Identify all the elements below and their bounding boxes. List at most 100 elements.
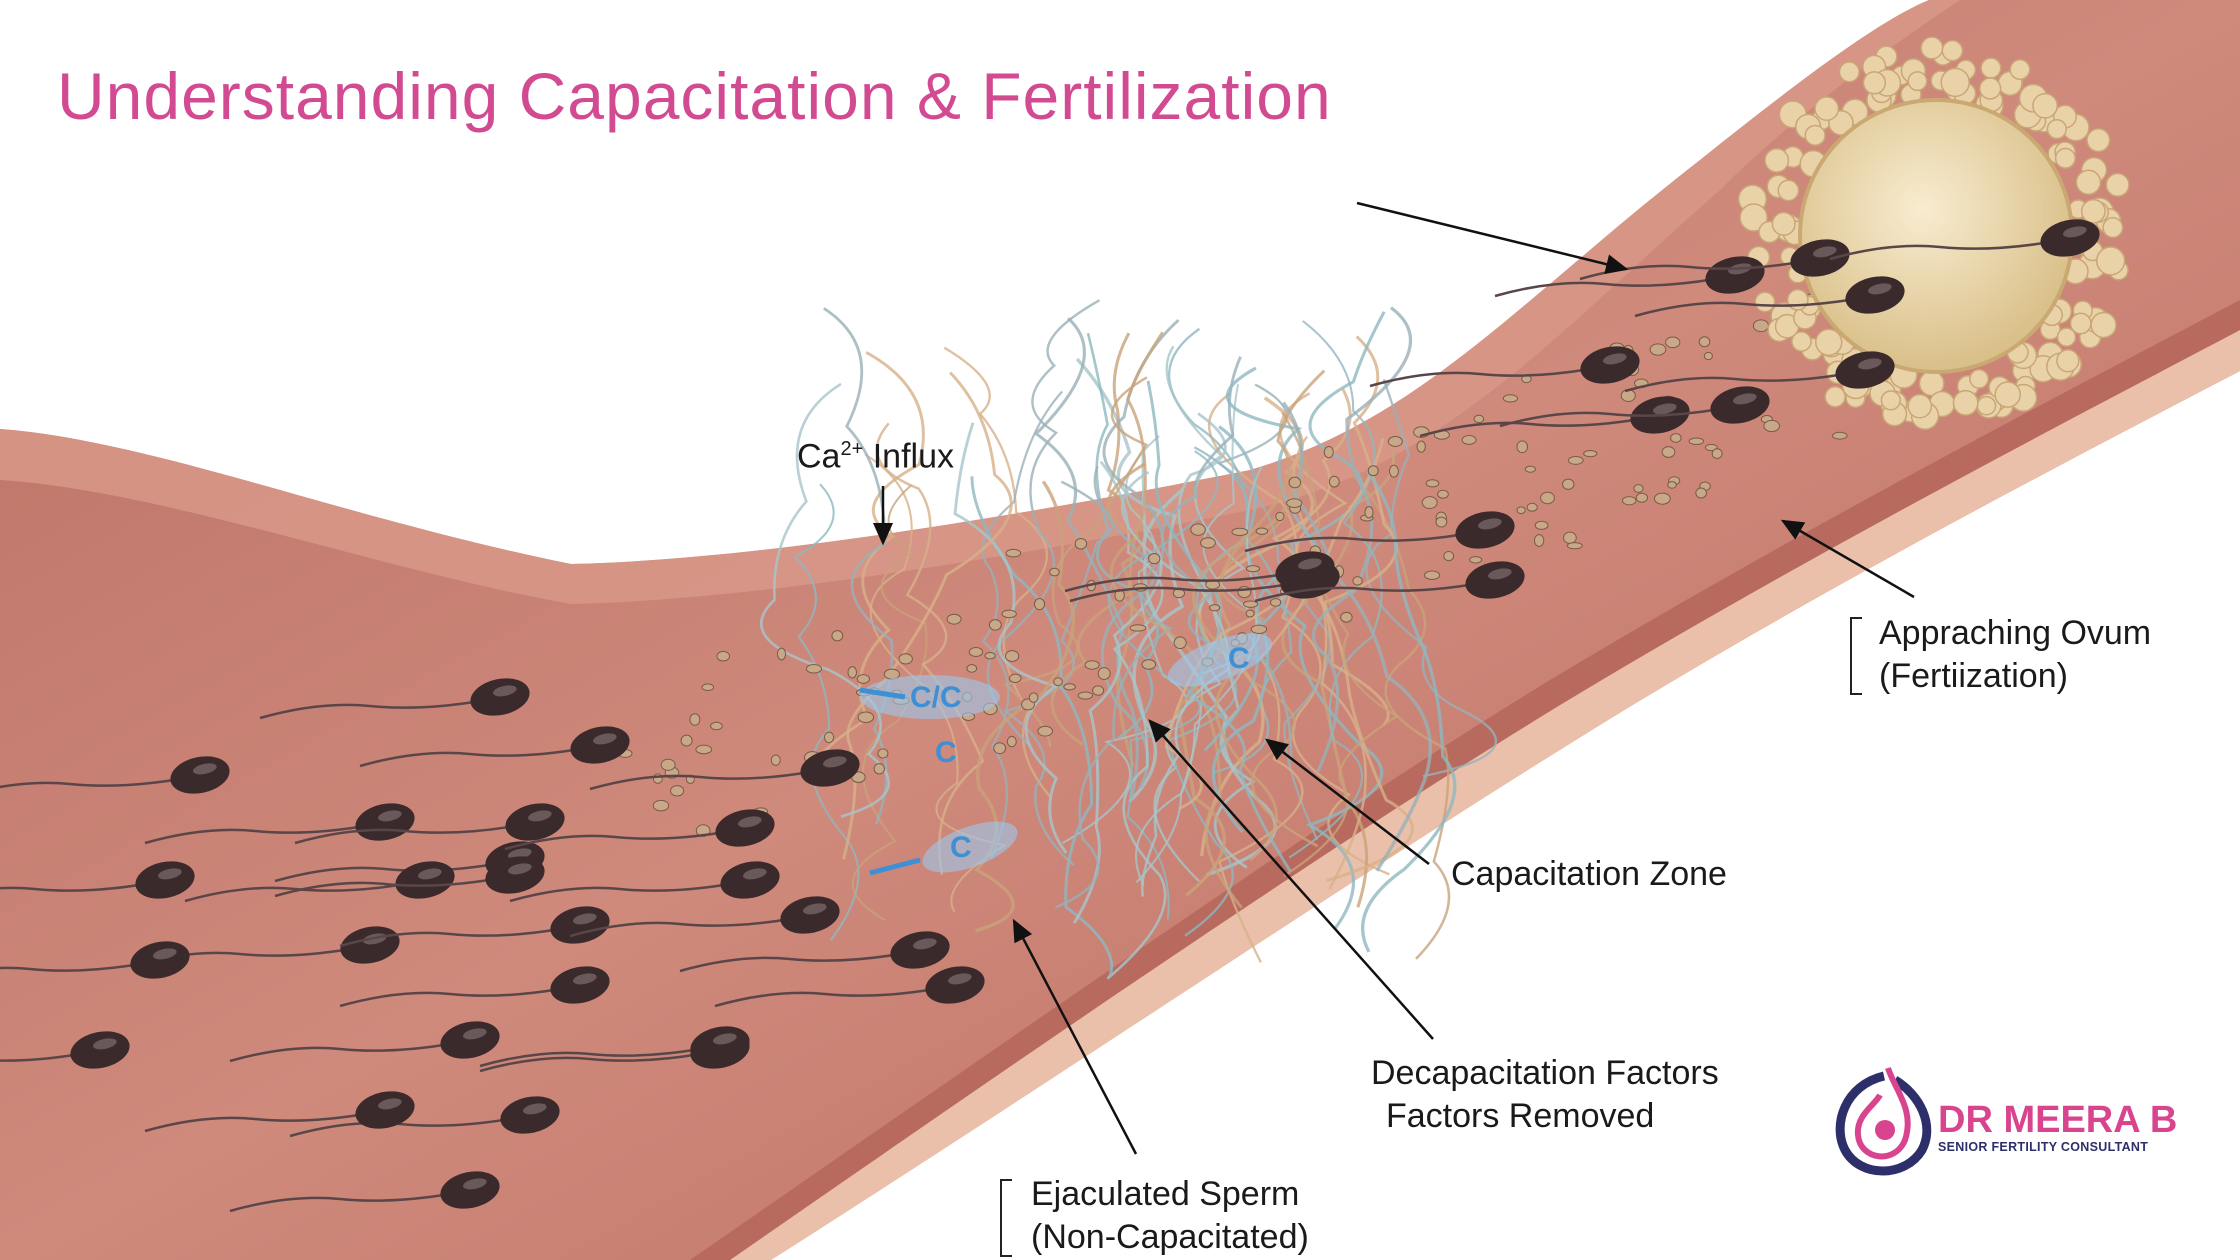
particle	[1387, 435, 1403, 447]
filament	[1311, 306, 1413, 773]
particle	[1275, 511, 1285, 522]
filament	[1349, 471, 1451, 960]
particle	[1752, 319, 1769, 333]
sperm-cell	[504, 809, 775, 851]
particle	[993, 742, 1007, 755]
sperm-tail	[0, 962, 141, 972]
filament	[981, 390, 1063, 859]
svg-text:C: C	[950, 831, 972, 864]
tube-upper-rim	[0, 0, 1960, 604]
logo-subtitle: SENIOR FERTILITY CONSULTANT	[1938, 1140, 2149, 1154]
particle	[1388, 464, 1399, 478]
sperm-cell	[679, 931, 950, 973]
particle	[1288, 476, 1302, 489]
sperm-tail	[1624, 372, 1846, 393]
sperm-highlight	[523, 1103, 547, 1115]
particle	[1421, 496, 1438, 509]
particle	[1063, 683, 1076, 691]
particle	[1633, 484, 1644, 493]
sperm-cell	[589, 749, 860, 791]
label-approaching-ovum-line2: (Fertiization)	[1879, 657, 2068, 695]
corona-cell	[2086, 128, 2111, 153]
particle	[1688, 437, 1705, 445]
corona-cell	[1952, 389, 1979, 416]
sperm-highlight	[1733, 393, 1757, 405]
sperm-tail	[1634, 297, 1856, 318]
particle	[1516, 440, 1529, 454]
sperm-cell	[339, 906, 610, 948]
particle	[1173, 636, 1187, 650]
bracket-ejaculated-sperm	[1000, 1179, 1012, 1257]
particle	[1323, 446, 1334, 459]
label-approaching-ovum: Appraching Ovum (Fertiization)	[1879, 612, 2151, 698]
particle	[1649, 343, 1667, 356]
svg-text:C/C: C/C	[910, 681, 962, 714]
filament	[1146, 380, 1293, 873]
label-approaching-ovum-line1: Appraching Ovum	[1879, 614, 2152, 652]
sperm-highlight	[193, 763, 217, 775]
ovum	[1798, 98, 2074, 374]
sperm-highlight	[463, 1178, 487, 1190]
sperm-cell	[1634, 276, 1905, 318]
corona-cell	[1764, 147, 1790, 173]
filament	[875, 422, 985, 875]
corona-cell	[2056, 349, 2080, 373]
particle	[1540, 491, 1555, 505]
sperm-highlight	[153, 948, 177, 960]
sperm-cell	[714, 966, 985, 1008]
bracket-approaching-ovum	[1850, 617, 1862, 695]
particle	[1148, 553, 1161, 565]
sperm-highlight	[823, 756, 847, 768]
label-ca-superscript: 2+	[840, 438, 864, 460]
particle	[1711, 448, 1723, 459]
sperm-tail	[229, 1042, 451, 1063]
corona-cell	[1907, 71, 1928, 92]
sperm-tail	[569, 917, 791, 938]
particle	[1077, 691, 1094, 700]
corona-cell	[2080, 198, 2106, 224]
particle	[1033, 597, 1046, 611]
particle	[1502, 394, 1519, 403]
corona-cell	[1777, 179, 1800, 202]
particle	[1364, 506, 1374, 519]
particle	[695, 744, 713, 755]
corona-cell	[2054, 147, 2076, 169]
particle	[1255, 527, 1269, 535]
logo-name: DR MEERA B	[1938, 1099, 2178, 1141]
filament	[793, 483, 860, 942]
sperm-cell	[0, 756, 230, 794]
sperm-highlight	[528, 810, 552, 822]
particle	[966, 664, 978, 673]
particle	[1328, 475, 1340, 488]
sperm-highlight	[738, 816, 762, 828]
particle	[1620, 389, 1636, 402]
particle	[1037, 725, 1054, 737]
corona-cell	[1907, 393, 1933, 419]
filament	[1365, 378, 1498, 778]
particle	[1286, 498, 1303, 509]
sperm-tail	[1069, 582, 1291, 603]
sperm-tail	[509, 882, 731, 903]
particle	[877, 748, 889, 759]
corona-cell	[1920, 36, 1944, 60]
corona-cell	[1880, 390, 1901, 411]
particle	[1245, 565, 1261, 573]
sperm-cell	[144, 1091, 415, 1133]
particle	[1084, 660, 1100, 670]
particle	[1469, 556, 1483, 564]
particle	[1245, 609, 1255, 618]
corona-cell	[2105, 172, 2130, 197]
sperm-tail	[1499, 407, 1721, 428]
particle	[831, 630, 844, 642]
corona-cell	[1754, 291, 1776, 313]
ejaculated-sperm-arrow	[1012, 918, 1138, 1155]
sperm-tail	[1254, 582, 1476, 603]
label-ca-influx: Ca2+ Influx	[797, 428, 954, 478]
particle	[823, 731, 835, 744]
sperm-highlight	[2063, 226, 2087, 238]
sperm-highlight	[573, 973, 597, 985]
sperm-highlight	[93, 1038, 117, 1050]
sperm-tail	[359, 747, 581, 768]
corona-cell	[2095, 246, 2126, 276]
sperm-highlight	[593, 733, 617, 745]
